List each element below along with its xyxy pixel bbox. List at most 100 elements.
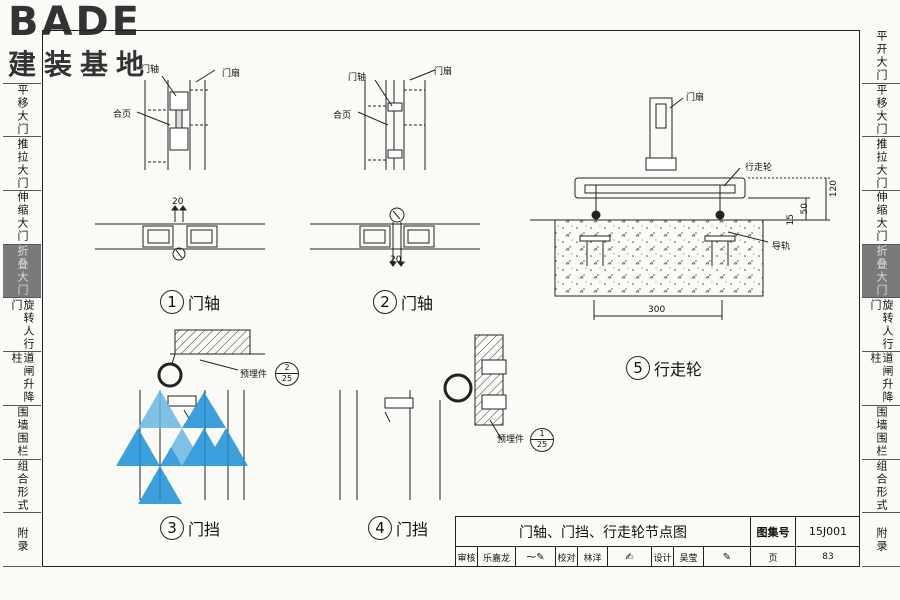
right-tab-label: 平移大门 bbox=[875, 84, 888, 137]
detail-4-door-stop bbox=[339, 334, 507, 500]
design-label: 设计 bbox=[652, 547, 674, 567]
label-embedded-part-4: 预埋件 bbox=[497, 435, 525, 445]
label-guide-rail: 导轨 bbox=[772, 242, 791, 252]
right-tab-3[interactable]: 伸缩大门 bbox=[862, 191, 900, 245]
design-name: 吴莹 bbox=[674, 547, 704, 567]
right-tab-9[interactable]: 附录 bbox=[862, 513, 900, 567]
left-category-tabs: 平移大门推拉大门伸缩大门折叠大门旋转人行门道闸升降柱围墙围栏组合形式附录 bbox=[3, 30, 41, 567]
right-tab-7[interactable]: 围墙围栏 bbox=[862, 406, 900, 460]
left-tab-2[interactable]: 推拉大门 bbox=[3, 137, 41, 192]
right-tab-label: 附录 bbox=[875, 526, 888, 553]
right-tab-4[interactable]: 折叠大门 bbox=[862, 244, 900, 299]
check-signature: ✍ bbox=[608, 547, 652, 567]
drawing-title: 门轴、门挡、行走轮节点图 bbox=[456, 517, 751, 547]
detail-ref-4: 1 25 bbox=[530, 428, 554, 452]
right-tab-2[interactable]: 推拉大门 bbox=[862, 137, 900, 192]
review-name: 乐嘉龙 bbox=[478, 547, 516, 567]
page-number: 83 bbox=[822, 552, 834, 562]
dim-120: 120 bbox=[829, 180, 839, 198]
left-tab-5[interactable]: 旋转人行门 bbox=[3, 299, 41, 353]
design-signature: ✎ bbox=[704, 547, 751, 567]
title-block: 门轴、门挡、行走轮节点图 图集号 15J001 审核 乐嘉龙 ⁓✎ 校对 林洋 … bbox=[455, 516, 860, 567]
check-label: 校对 bbox=[556, 547, 578, 567]
left-tab-6[interactable]: 道闸升降柱 bbox=[3, 352, 41, 406]
label-door-axis-2: 门轴 bbox=[348, 73, 367, 83]
check-name: 林洋 bbox=[578, 547, 608, 567]
dim-50: 50 bbox=[800, 203, 810, 215]
review-signature: ⁓✎ bbox=[516, 547, 556, 567]
watermark-triangles bbox=[116, 390, 248, 504]
label-hinge-2: 合页 bbox=[333, 111, 352, 121]
right-tab-0[interactable]: 平开大门 bbox=[862, 30, 900, 84]
caption-2-number: 2 bbox=[373, 290, 397, 314]
left-tab-label: 围墙围栏 bbox=[16, 406, 29, 459]
left-tab-3[interactable]: 伸缩大门 bbox=[3, 191, 41, 245]
left-tab-label: 推拉大门 bbox=[16, 137, 29, 190]
caption-detail-5: 5 行走轮 bbox=[626, 356, 702, 380]
caption-3-text: 门挡 bbox=[188, 520, 221, 539]
logo-latin: BADE bbox=[8, 0, 142, 45]
left-tab-9[interactable]: 附录 bbox=[3, 513, 41, 567]
right-tab-label: 旋转人行门 bbox=[869, 298, 894, 351]
left-tab-label: 旋转人行门 bbox=[10, 298, 35, 351]
dim-20-a: 20 bbox=[172, 197, 184, 207]
left-tab-label: 附录 bbox=[16, 526, 29, 553]
page-label: 页 bbox=[751, 547, 796, 567]
left-tab-label: 伸缩大门 bbox=[16, 191, 29, 244]
left-tab-label: 道闸升降柱 bbox=[10, 352, 35, 405]
caption-4-number: 4 bbox=[368, 516, 392, 540]
right-tab-label: 伸缩大门 bbox=[875, 191, 888, 244]
label-embedded-part-3: 预埋件 bbox=[240, 370, 268, 380]
right-tab-label: 折叠大门 bbox=[875, 245, 888, 298]
left-tab-label: 组合形式 bbox=[16, 459, 29, 512]
detail-2-plan bbox=[310, 207, 480, 267]
detail-5-walking-wheel bbox=[530, 97, 830, 320]
caption-1-number: 1 bbox=[160, 290, 184, 314]
atlas-label: 图集号 bbox=[751, 517, 796, 547]
label-door-leaf-5: 门扇 bbox=[686, 93, 705, 103]
caption-5-text: 行走轮 bbox=[654, 360, 703, 379]
label-hinge-1: 合页 bbox=[113, 110, 132, 120]
caption-3-number: 3 bbox=[160, 516, 184, 540]
logo-cjk: 建装基地 bbox=[8, 48, 153, 81]
detail-1-elevation bbox=[136, 69, 216, 170]
caption-detail-1: 1 门轴 bbox=[160, 290, 220, 314]
label-door-leaf-2: 门扇 bbox=[434, 67, 453, 77]
drawing-frame bbox=[42, 30, 860, 567]
dim-15: 15 bbox=[786, 214, 796, 226]
left-tab-label: 平移大门 bbox=[16, 84, 29, 137]
ref-3-den: 25 bbox=[276, 373, 298, 384]
ref-3-num: 2 bbox=[284, 363, 290, 372]
left-tab-label: 折叠大门 bbox=[16, 245, 29, 298]
review-label: 审核 bbox=[456, 547, 478, 567]
label-door-axis-1: 门轴 bbox=[141, 65, 160, 75]
ref-4-den: 25 bbox=[531, 439, 553, 450]
left-tab-8[interactable]: 组合形式 bbox=[3, 460, 41, 514]
dim-20-b: 20 bbox=[390, 255, 402, 265]
right-tab-label: 推拉大门 bbox=[875, 137, 888, 190]
detail-2-elevation bbox=[357, 69, 436, 170]
caption-detail-4: 4 门挡 bbox=[368, 516, 428, 540]
right-tab-label: 平开大门 bbox=[875, 30, 888, 83]
right-tab-1[interactable]: 平移大门 bbox=[862, 84, 900, 138]
caption-4-text: 门挡 bbox=[396, 520, 429, 539]
caption-1-text: 门轴 bbox=[188, 294, 221, 313]
left-tab-1[interactable]: 平移大门 bbox=[3, 84, 41, 138]
right-tab-8[interactable]: 组合形式 bbox=[862, 460, 900, 514]
dim-300: 300 bbox=[648, 305, 666, 315]
detail-ref-3: 2 25 bbox=[275, 362, 299, 386]
left-tab-0[interactable] bbox=[3, 30, 41, 84]
right-tab-label: 道闸升降柱 bbox=[869, 352, 894, 405]
caption-5-number: 5 bbox=[626, 356, 650, 380]
caption-detail-3: 3 门挡 bbox=[160, 516, 220, 540]
atlas-number: 15J001 bbox=[796, 517, 860, 547]
left-tab-4[interactable]: 折叠大门 bbox=[3, 244, 41, 299]
right-tab-5[interactable]: 旋转人行门 bbox=[862, 299, 900, 353]
label-door-leaf-1: 门扇 bbox=[222, 69, 241, 79]
right-tab-label: 组合形式 bbox=[875, 459, 888, 512]
left-tab-7[interactable]: 围墙围栏 bbox=[3, 406, 41, 460]
right-category-tabs: 平开大门平移大门推拉大门伸缩大门折叠大门旋转人行门道闸升降柱围墙围栏组合形式附录 bbox=[862, 30, 900, 567]
caption-2-text: 门轴 bbox=[401, 294, 434, 313]
right-tab-6[interactable]: 道闸升降柱 bbox=[862, 352, 900, 406]
